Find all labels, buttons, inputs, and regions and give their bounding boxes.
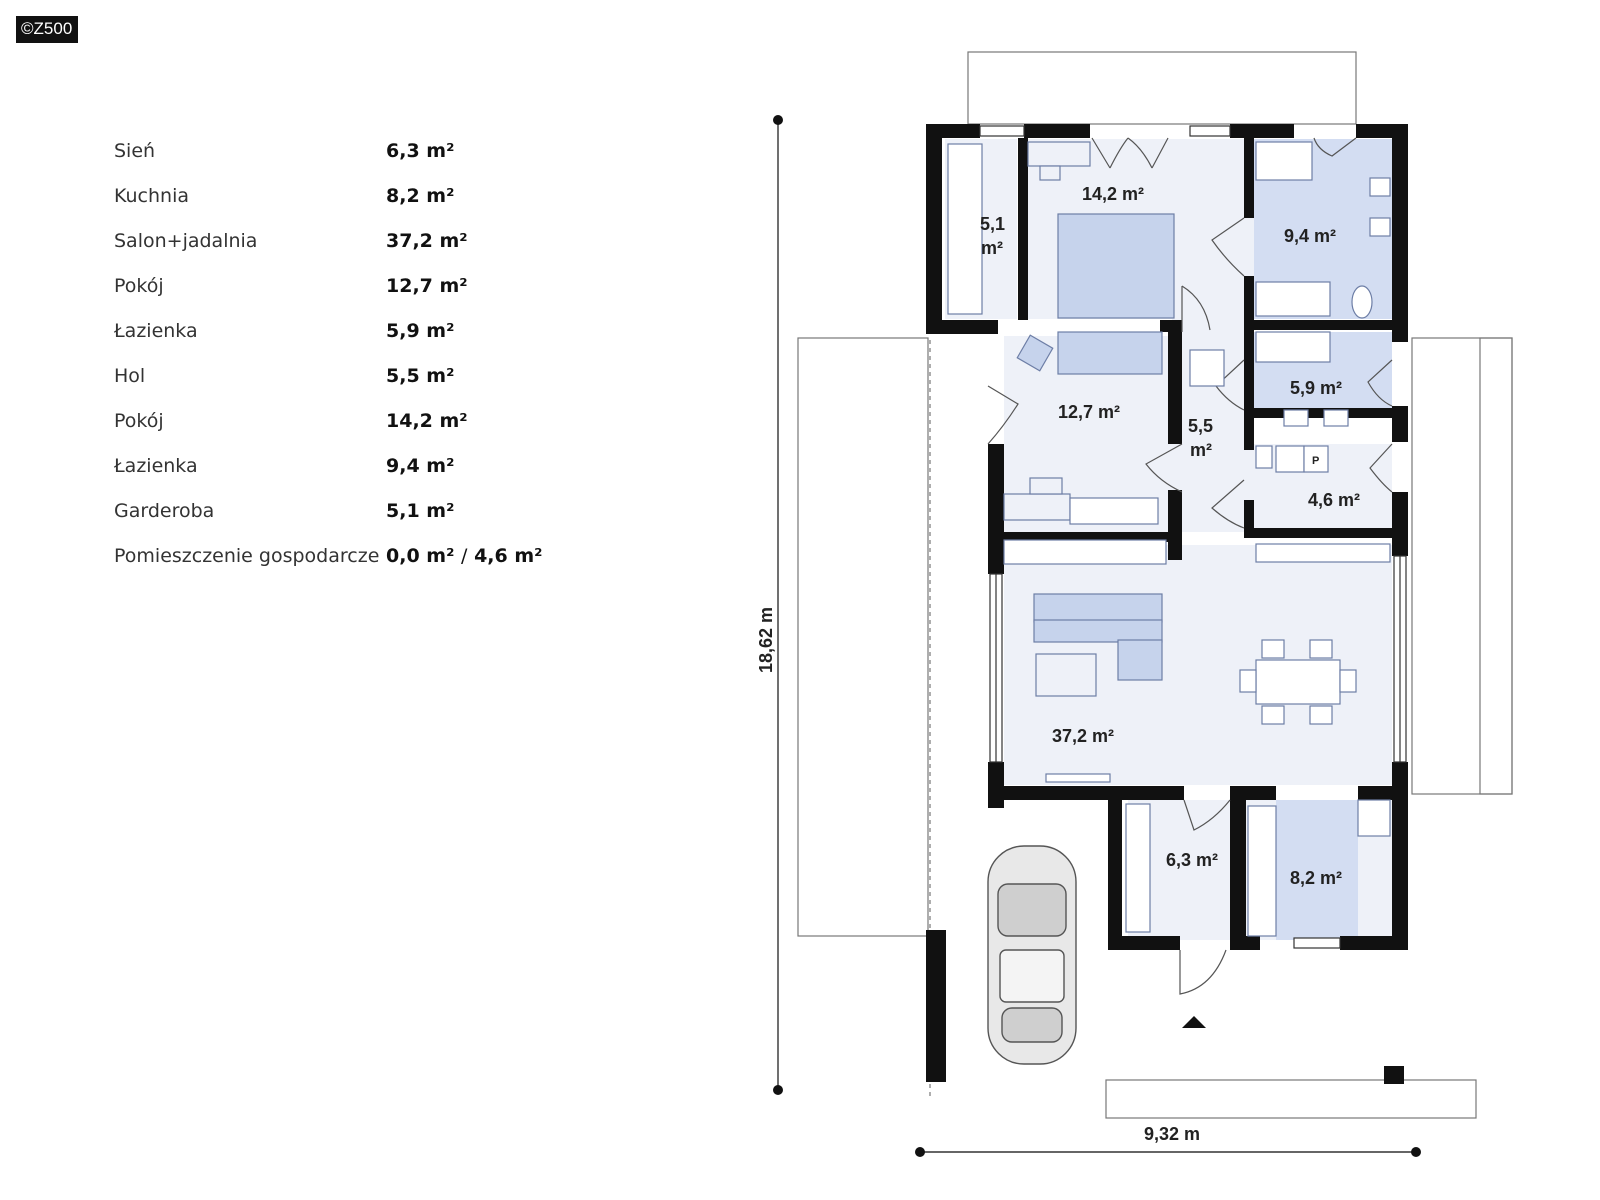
bed-single: [1057, 331, 1163, 375]
label-bedroom: 14,2 m²: [1082, 184, 1144, 204]
bathtub-large: [1255, 281, 1331, 317]
room-area: 5,9 m²: [386, 319, 455, 342]
sink-large-2: [1369, 217, 1391, 237]
room-name: Garderoba: [114, 499, 215, 522]
dining-chair: [1261, 639, 1285, 659]
washer: [1275, 445, 1305, 473]
kitchen-counter-left: [1247, 805, 1277, 937]
sofa-seat: [1033, 619, 1163, 643]
dining-table: [1255, 659, 1341, 705]
area-row: Łazienka 5,9 m²: [114, 308, 542, 353]
label-utility: 4,6 m²: [1308, 490, 1360, 510]
chair-bedroom: [1039, 165, 1061, 181]
room-area: 6,3 m²: [386, 139, 455, 162]
area-row: Salon+jadalnia 37,2 m²: [114, 218, 542, 263]
desk-bedroom: [1027, 141, 1091, 167]
room-name: Łazienka: [114, 454, 198, 477]
area-row: Sień 6,3 m²: [114, 128, 542, 173]
wardrobe-closet: [947, 143, 983, 315]
room-name: Pokój: [114, 409, 164, 432]
label-kitchen: 8,2 m²: [1290, 868, 1342, 888]
room-name: Kuchnia: [114, 184, 190, 207]
area-row: Pomieszczenie gospodarcze 0,0 m² / 4,6 m²: [114, 533, 542, 578]
room-name: Hol: [114, 364, 146, 387]
walls: [926, 124, 1408, 1084]
entrance-arrow-icon: [1182, 1016, 1206, 1028]
toilet-large: [1351, 285, 1373, 319]
area-separator: /: [461, 544, 468, 567]
skylight: [1189, 349, 1225, 387]
room-area: 8,2 m²: [386, 184, 455, 207]
area-row: Łazienka 9,4 m²: [114, 443, 542, 488]
room-name: Łazienka: [114, 319, 198, 342]
area-row: Hol 5,5 m²: [114, 353, 542, 398]
area-row: Pokój 12,7 m²: [114, 263, 542, 308]
room-area: 12,7 m²: [386, 274, 468, 297]
room-area: 5,5 m²: [386, 364, 455, 387]
sofa-back: [1033, 593, 1163, 623]
label-wardrobe-num: 5,1: [980, 214, 1005, 234]
label-bathroom-large: 9,4 m²: [1284, 226, 1336, 246]
room-name: Pokój: [114, 274, 164, 297]
label-hall-num: 5,5: [1188, 416, 1213, 436]
room-name: Pomieszczenie gospodarcze: [114, 544, 380, 567]
label-room-small: 12,7 m²: [1058, 402, 1120, 422]
room-area: 37,2 m²: [386, 229, 468, 252]
height-dimension: 18,62 m: [756, 115, 783, 1095]
sofa-chaise: [1117, 639, 1163, 681]
dining-chair: [1339, 669, 1357, 693]
label-vestibule: 6,3 m²: [1166, 850, 1218, 870]
label-hall-unit: m²: [1190, 440, 1212, 460]
room-name: Salon+jadalnia: [114, 229, 258, 252]
armchair-room: [1016, 334, 1054, 372]
fridge-mark: P: [1312, 455, 1319, 467]
dining-chair: [1309, 705, 1333, 725]
shower: [1255, 141, 1313, 181]
room-area: 0,0 m² / 4,6 m²: [386, 533, 542, 578]
desk-room: [1003, 493, 1071, 521]
furniture: [947, 141, 1391, 937]
sink-small-2: [1323, 409, 1349, 427]
fridge: [1303, 445, 1329, 473]
label-bathroom-small: 5,9 m²: [1290, 378, 1342, 398]
tv-unit: [1045, 773, 1111, 783]
utility-shelf: [1255, 543, 1391, 563]
room-area-secondary: 4,6 m²: [474, 544, 543, 567]
width-dimension: 9,32 m: [915, 1124, 1421, 1157]
room-area-table: Sień 6,3 m² Kuchnia 8,2 m² Salon+jadalnia 3…: [114, 128, 542, 578]
kitchen-counter-right: [1357, 799, 1391, 837]
wardrobe-vestibule: [1125, 803, 1151, 933]
watermark-logo: ©Z500: [16, 16, 79, 43]
room-area: 5,1 m²: [386, 499, 455, 522]
bathtub-small: [1255, 331, 1331, 363]
label-wardrobe-unit: m²: [981, 238, 1003, 258]
width-dimension-label: 9,32 m: [1144, 1124, 1200, 1144]
area-row: Garderoba 5,1 m²: [114, 488, 542, 533]
wardrobe-room: [1069, 497, 1159, 525]
room-area-primary: 0,0 m²: [386, 544, 455, 567]
label-living: 37,2 m²: [1052, 726, 1114, 746]
boiler: [1255, 445, 1273, 469]
wardrobe-living: [1003, 539, 1167, 565]
windows: [979, 125, 1407, 949]
dining-chair: [1309, 639, 1333, 659]
coffee-table: [1035, 653, 1097, 697]
chair-room: [1029, 477, 1063, 495]
area-row: Kuchnia 8,2 m²: [114, 173, 542, 218]
sink-small: [1283, 409, 1309, 427]
height-dimension-label: 18,62 m: [756, 607, 776, 673]
room-area: 14,2 m²: [386, 409, 468, 432]
sink-large: [1369, 177, 1391, 197]
bed-double: [1057, 213, 1175, 319]
dining-chair: [1239, 669, 1257, 693]
kitchen-floor-highlight: [1276, 800, 1358, 940]
dining-chair: [1261, 705, 1285, 725]
room-area: 9,4 m²: [386, 454, 455, 477]
door-swings: [987, 137, 1393, 995]
roof-outline: [797, 51, 1513, 1119]
car-icon: [987, 845, 1077, 1065]
area-row: Pokój 14,2 m²: [114, 398, 542, 443]
room-name: Sień: [114, 139, 156, 162]
